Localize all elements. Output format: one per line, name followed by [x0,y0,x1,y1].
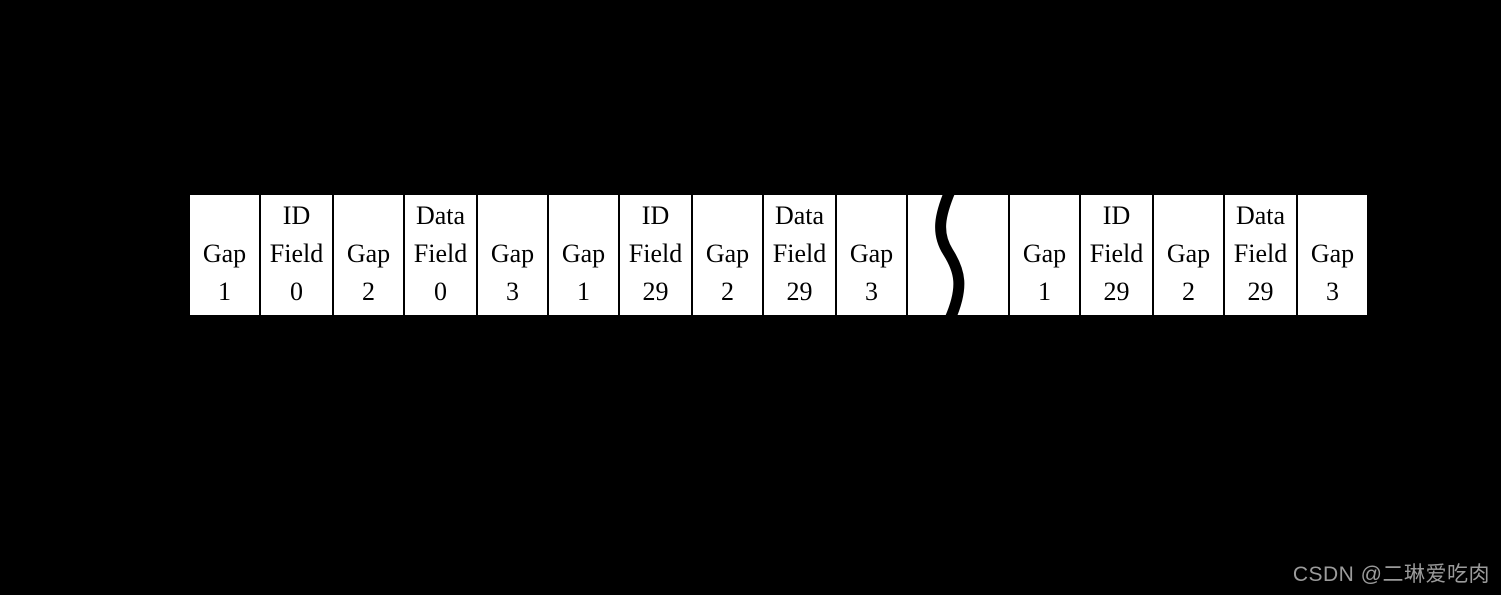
cell-line-1: ID [282,201,311,230]
break-squiggle-icon [935,188,965,322]
track-cell-gap-2: Gap 2 [1154,195,1223,315]
cell-line-3: 0 [434,277,447,306]
cell-line-2: Gap [1166,239,1211,268]
track-cell-gap-1: Gap 1 [549,195,618,315]
track-cell-gap-2: Gap 2 [693,195,762,315]
track-cell-data-field-29: Data Field 29 [764,195,835,315]
cell-line-2: Gap [1022,239,1067,268]
cell-line-3: 29 [786,277,813,306]
track-cell-gap-3: Gap 3 [1298,195,1367,315]
cell-line-2: Gap [346,239,391,268]
cell-line-2: Field [413,239,468,268]
track-cell-gap-2: Gap 2 [334,195,403,315]
cell-line-1 [837,197,906,235]
cell-line-3: 1 [577,277,590,306]
cell-line-3: 1 [1038,277,1051,306]
cell-line-2: Field [772,239,827,268]
cell-line-3: 0 [290,277,303,306]
cell-line-2: Field [269,239,324,268]
cell-line-1 [1154,197,1223,235]
cell-line-2: Gap [490,239,535,268]
cell-line-3: 2 [1182,277,1195,306]
cell-line-2: Gap [849,239,894,268]
cell-line-1: Data [774,201,825,230]
cell-line-3: 2 [721,277,734,306]
cell-line-2: Gap [1310,239,1355,268]
cell-line-3: 29 [642,277,669,306]
cell-line-3: 3 [506,277,519,306]
track-cell-gap-1: Gap 1 [190,195,259,315]
track-cell-gap-3: Gap 3 [478,195,547,315]
cell-line-1 [693,197,762,235]
watermark: CSDN @二琳爱吃肉 [1292,563,1490,586]
cell-line-3: 2 [362,277,375,306]
cell-line-3: 29 [1247,277,1274,306]
cell-line-3: 3 [1326,277,1339,306]
track-cell-gap-1: Gap 1 [1010,195,1079,315]
cell-line-3: 1 [218,277,231,306]
cell-line-1 [1010,197,1079,235]
cell-line-1: ID [1102,201,1131,230]
cell-line-2: Gap [705,239,750,268]
cell-line-2: Field [1233,239,1288,268]
track-cell-data-field-0: Data Field 0 [405,195,476,315]
track-cell-id-field-0: ID Field 0 [261,195,332,315]
cell-line-3: 3 [865,277,878,306]
cell-line-1: Data [1235,201,1286,230]
cell-line-1 [1298,197,1367,235]
cell-line-2: Field [628,239,683,268]
cell-line-1 [190,197,259,235]
cell-line-1 [334,197,403,235]
cell-line-1 [478,197,547,235]
track-break-cell [908,188,1008,322]
cell-line-3: 29 [1103,277,1130,306]
track-cell-data-field-29: Data Field 29 [1225,195,1296,315]
cell-line-1: Data [415,201,466,230]
track-format-diagram: Gap 1 ID Field 0 Gap 2 Data Field 0 Gap … [190,188,1367,322]
cell-line-1: ID [641,201,670,230]
track-cell-id-field-29: ID Field 29 [620,195,691,315]
cell-line-2: Gap [561,239,606,268]
cell-line-1 [549,197,618,235]
cell-line-2: Field [1089,239,1144,268]
track-cell-gap-3: Gap 3 [837,195,906,315]
track-cell-id-field-29: ID Field 29 [1081,195,1152,315]
cell-line-2: Gap [202,239,247,268]
